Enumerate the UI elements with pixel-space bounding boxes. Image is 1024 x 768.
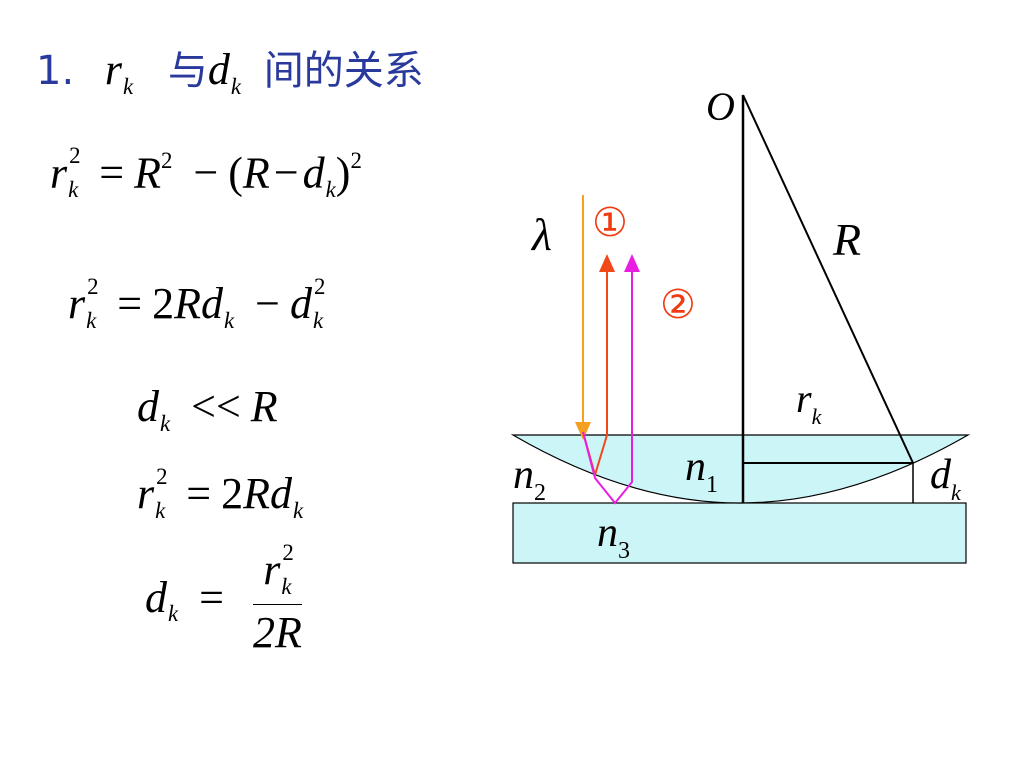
reflected-ray-2 bbox=[582, 254, 640, 505]
label-n2: n2 bbox=[513, 452, 546, 506]
label-n1: n1 bbox=[685, 444, 718, 498]
label-lambda: λ bbox=[530, 209, 552, 260]
equation-3: dk <<R bbox=[137, 382, 278, 436]
fraction-denominator: 2R bbox=[252, 608, 302, 658]
title-number: 1. bbox=[36, 48, 75, 94]
label-R: R bbox=[832, 214, 861, 265]
label-rk: rk bbox=[796, 376, 823, 429]
glass-plate bbox=[512, 502, 967, 564]
title-rk: rk bbox=[104, 45, 134, 99]
radius-line bbox=[742, 94, 914, 464]
title-dk: dk bbox=[207, 45, 242, 99]
label-n3: n3 bbox=[597, 510, 630, 564]
lens bbox=[510, 434, 971, 504]
title-yu: 与 bbox=[167, 48, 208, 94]
label-dk: dk bbox=[930, 452, 962, 505]
title: 1. rk 与dk 间的关系 bbox=[36, 38, 424, 100]
label-ray-2: ② bbox=[660, 282, 696, 328]
label-ray-1: ① bbox=[592, 200, 628, 246]
label-o: O bbox=[706, 84, 735, 129]
title-rest: 间的关系 bbox=[263, 48, 424, 94]
